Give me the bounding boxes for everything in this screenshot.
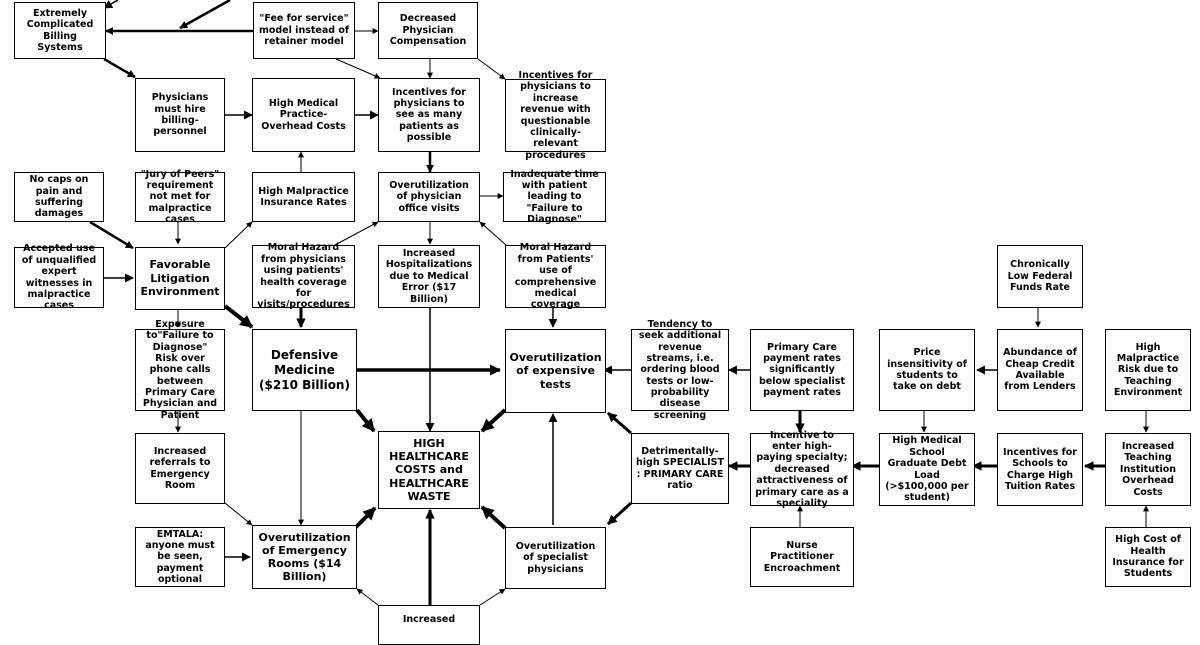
arrow: [480, 505, 507, 530]
node-specialty-incentive: Incentive to enter high-paying specialty…: [750, 430, 854, 509]
arrow-layer: [89, 0, 1149, 606]
arrow: [334, 221, 379, 246]
node-tuition-incentive: Incentives for Schools to Charge High Tu…: [997, 433, 1083, 506]
arrow: [335, 58, 381, 79]
node-inadequate-time: Inadequate time with patient leading to …: [503, 169, 606, 225]
node-unqualified-experts: Accepted use of unqualified expert witne…: [14, 243, 104, 311]
node-insurance-students: High Cost of Health Insurance for Studen…: [1105, 527, 1191, 587]
node-malpractice-rates: High Malpractice Insurance Rates: [252, 172, 355, 222]
node-specialist-ratio: Detrimentally-high SPECIALIST : PRIMARY …: [631, 433, 729, 504]
arrow: [89, 220, 134, 250]
arrow: [479, 221, 507, 246]
node-teaching-risk: High Malpractice Risk due to Teaching En…: [1105, 329, 1191, 411]
arrow: [223, 304, 254, 329]
flowchart: Extremely Complicated Billing Systems "F…: [14, 0, 1191, 645]
node-decreased-compensation: Decreased Physician Compensation: [378, 2, 478, 59]
arrow: [479, 588, 506, 606]
node-er-referrals: Increased referrals to Emergency Room: [135, 433, 225, 504]
node-moral-hazard-physicians: Moral Hazard from physicians using patie…: [252, 242, 355, 310]
node-overutil-tests: Overutilization of expensive tests: [505, 329, 606, 413]
arrow: [356, 588, 379, 606]
node-see-many-patients: Incentives for physicians to see as many…: [378, 78, 480, 152]
arrow: [179, 0, 231, 30]
node-moral-hazard-patients: Moral Hazard from Patients' use of compr…: [505, 242, 606, 310]
arrow: [224, 221, 253, 249]
node-overutil-er: Overutilization of Emergency Rooms ($14 …: [252, 525, 357, 589]
node-hospitalizations: Increased Hospitalizations due to Medica…: [378, 245, 480, 308]
arrow: [606, 501, 633, 526]
node-np-encroachment: Nurse Practitioner Encroachment: [750, 527, 854, 587]
node-no-caps: No caps on pain and suffering damages: [14, 172, 104, 222]
node-billing-systems: Extremely Complicated Billing Systems: [14, 2, 106, 59]
node-low-funds-rate: Chronically Low Federal Funds Rate: [997, 245, 1083, 308]
node-seek-revenue: Tendency to seek additional revenue stre…: [631, 319, 729, 421]
arrow: [224, 502, 253, 526]
node-favorable-litigation: Favorable Litigation Environment: [135, 247, 225, 310]
node-cheap-credit: Abundance of Cheap Credit Available from…: [997, 329, 1083, 411]
arrow: [353, 506, 377, 530]
node-debt-load: High Medical School Graduate Debt Load (…: [879, 433, 975, 506]
node-increased: Increased: [378, 605, 480, 645]
arrow: [355, 408, 376, 433]
node-high-costs: HIGH HEALTHCARE COSTS and HEALTHCARE WAS…: [378, 431, 480, 509]
node-hire-billing: Physicians must hire billing-personnel: [135, 78, 225, 152]
node-failure-phone: Exposure to"Failure to Diagnose" Risk ov…: [135, 319, 225, 421]
node-teaching-overhead: Increased Teaching Institution Overhead …: [1105, 433, 1191, 506]
node-increase-revenue: Incentives for physicians to increase re…: [505, 70, 606, 161]
node-overhead-costs: High Medical Practice-Overhead Costs: [252, 78, 355, 152]
arrow: [477, 58, 506, 80]
node-overutil-specialist: Overutilization of specialist physicians: [505, 527, 606, 589]
node-defensive-medicine: Defensive Medicine ($210 Billion): [252, 329, 357, 411]
node-fee-for-service: "Fee for service" model instead of retai…: [253, 2, 355, 59]
node-jury-of-peers: "Jury of Peers" requirement not met for …: [135, 169, 225, 225]
node-overutil-office: Overutilization of physician office visi…: [378, 172, 480, 222]
node-pc-payment: Primary Care payment rates significantly…: [750, 329, 854, 411]
node-price-insensitivity: Price insensitivity of students to take …: [879, 329, 975, 411]
node-emtala: EMTALA: anyone must be seen, payment opt…: [135, 527, 225, 587]
arrow: [103, 57, 136, 79]
arrow: [103, 0, 119, 9]
arrow: [480, 408, 507, 433]
arrow: [607, 411, 632, 435]
